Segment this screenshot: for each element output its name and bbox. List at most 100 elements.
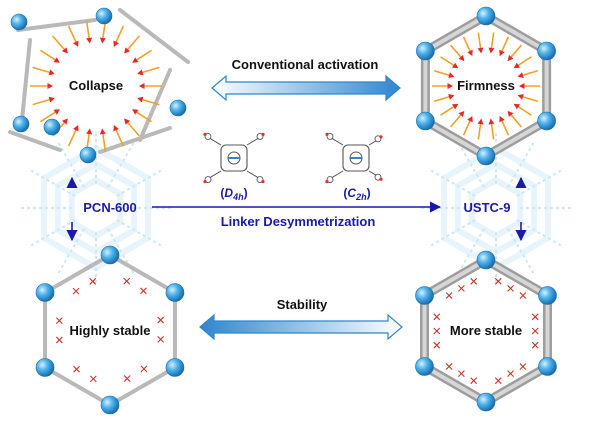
highly-stable-label: Highly stable xyxy=(70,323,151,338)
node-sphere-icon xyxy=(416,111,435,131)
cross-mark-icon xyxy=(507,370,514,377)
node-sphere-icon xyxy=(537,111,556,131)
stability-label: Stability xyxy=(277,297,328,312)
cross-mark-icon xyxy=(73,365,80,373)
node-sphere-icon xyxy=(165,283,185,302)
pressure-arrow-icon xyxy=(40,49,60,63)
more-stable-label: More stable xyxy=(450,323,522,338)
cross-mark-icon xyxy=(507,285,514,292)
node-spheres xyxy=(416,6,556,166)
cross-mark-icon xyxy=(89,278,97,285)
conventional-activation-label: Conventional activation xyxy=(232,57,379,72)
pressure-arrows xyxy=(30,20,162,152)
d4h-letter: D xyxy=(224,186,233,200)
pressure-arrow-icon xyxy=(52,35,68,54)
cross-mark-icon xyxy=(494,277,502,285)
ustc-9-label: USTC-9 xyxy=(464,200,511,215)
pressure-arrow-icon xyxy=(499,36,510,56)
firm-framework: Firmness xyxy=(416,6,556,166)
node-sphere-icon xyxy=(415,286,434,305)
c2h-symmetry-label: (C2h) xyxy=(343,186,370,202)
node-sphere-icon xyxy=(10,13,28,31)
pressure-arrow-icon xyxy=(450,110,465,128)
highly-stable-framework: Highly stable xyxy=(35,245,185,415)
pressure-arrow-icon xyxy=(499,116,510,136)
cross-mark-icon xyxy=(433,313,441,321)
pressure-arrows xyxy=(432,32,540,140)
cross-mark-icon xyxy=(55,317,63,325)
node-spheres xyxy=(35,245,185,415)
pressure-arrow-icon xyxy=(99,128,107,152)
cross-mark-icon xyxy=(458,285,465,292)
pressure-arrow-icon xyxy=(462,116,473,136)
node-sphere-icon xyxy=(538,286,557,305)
c2h-subscript: 2h xyxy=(355,192,367,202)
cross-marks xyxy=(433,277,539,385)
node-sphere-icon xyxy=(476,392,496,412)
node-sphere-icon xyxy=(169,99,187,117)
pressure-arrow-icon xyxy=(32,96,55,106)
pressure-arrow-icon xyxy=(507,44,522,62)
node-sphere-icon xyxy=(79,146,97,164)
pressure-arrow-icon xyxy=(132,49,152,63)
pcn-600-label: PCN-600 xyxy=(83,200,136,215)
stability-arrow: Stability xyxy=(199,297,403,341)
pressure-arrow-icon xyxy=(99,20,107,44)
pressure-arrow-icon xyxy=(132,109,152,123)
pressure-arrow-icon xyxy=(113,25,125,47)
pressure-arrow-icon xyxy=(477,118,484,140)
d4h-symmetry-label: (D4h) xyxy=(220,186,247,202)
pressure-arrow-icon xyxy=(432,83,453,89)
pressure-arrow-icon xyxy=(440,103,459,116)
node-sphere-icon xyxy=(476,250,496,270)
cross-mark-icon xyxy=(531,313,539,321)
pressure-arrow-icon xyxy=(433,93,455,102)
cross-mark-icon xyxy=(140,287,147,295)
pressure-arrow-icon xyxy=(450,44,465,62)
collapsed-framework: Collapse xyxy=(8,7,190,164)
node-sphere-icon xyxy=(476,146,496,166)
cross-mark-icon xyxy=(433,327,441,335)
cross-mark-icon xyxy=(470,277,478,285)
cross-mark-icon xyxy=(470,377,478,385)
pressure-arrow-icon xyxy=(124,35,140,54)
cross-mark-icon xyxy=(72,287,80,295)
pressure-arrow-icon xyxy=(30,83,53,89)
cross-mark-icon xyxy=(519,363,527,370)
cross-mark-icon xyxy=(531,341,539,349)
node-sphere-icon xyxy=(415,357,434,376)
pressure-arrow-icon xyxy=(440,56,459,69)
collapse-label: Collapse xyxy=(69,78,123,93)
pressure-arrow-icon xyxy=(67,25,79,47)
pressure-arrow-icon xyxy=(124,118,140,137)
pressure-arrow-icon xyxy=(113,125,125,147)
cross-mark-icon xyxy=(531,327,539,335)
pressure-arrow-icon xyxy=(462,36,473,56)
cross-mark-icon xyxy=(458,370,465,377)
cross-mark-icon xyxy=(157,316,165,324)
pressure-arrow-icon xyxy=(488,32,495,54)
node-sphere-icon xyxy=(476,6,496,26)
pressure-arrow-icon xyxy=(32,66,55,76)
pressure-arrow-icon xyxy=(433,70,455,79)
c2h-close-paren: ) xyxy=(367,186,371,200)
node-sphere-icon xyxy=(12,115,30,133)
node-sphere-icon xyxy=(165,358,185,377)
pressure-arrow-icon xyxy=(488,118,495,140)
node-sphere-icon xyxy=(538,357,557,376)
cross-mark-icon xyxy=(494,377,502,385)
pressure-arrow-icon xyxy=(137,66,160,76)
d4h-close-paren: ) xyxy=(244,186,248,200)
node-spheres xyxy=(415,250,557,412)
pressure-arrow-icon xyxy=(85,20,93,44)
cross-mark-icon xyxy=(123,277,131,285)
conventional-activation-arrow: Conventional activation xyxy=(211,57,401,102)
node-spheres xyxy=(10,7,187,164)
cross-mark-icon xyxy=(123,375,131,382)
cross-mark-icon xyxy=(433,341,441,349)
node-sphere-icon xyxy=(43,118,61,136)
pressure-arrow-icon xyxy=(507,110,522,128)
pressure-arrow-icon xyxy=(137,96,160,106)
cross-mark-icon xyxy=(140,365,148,373)
